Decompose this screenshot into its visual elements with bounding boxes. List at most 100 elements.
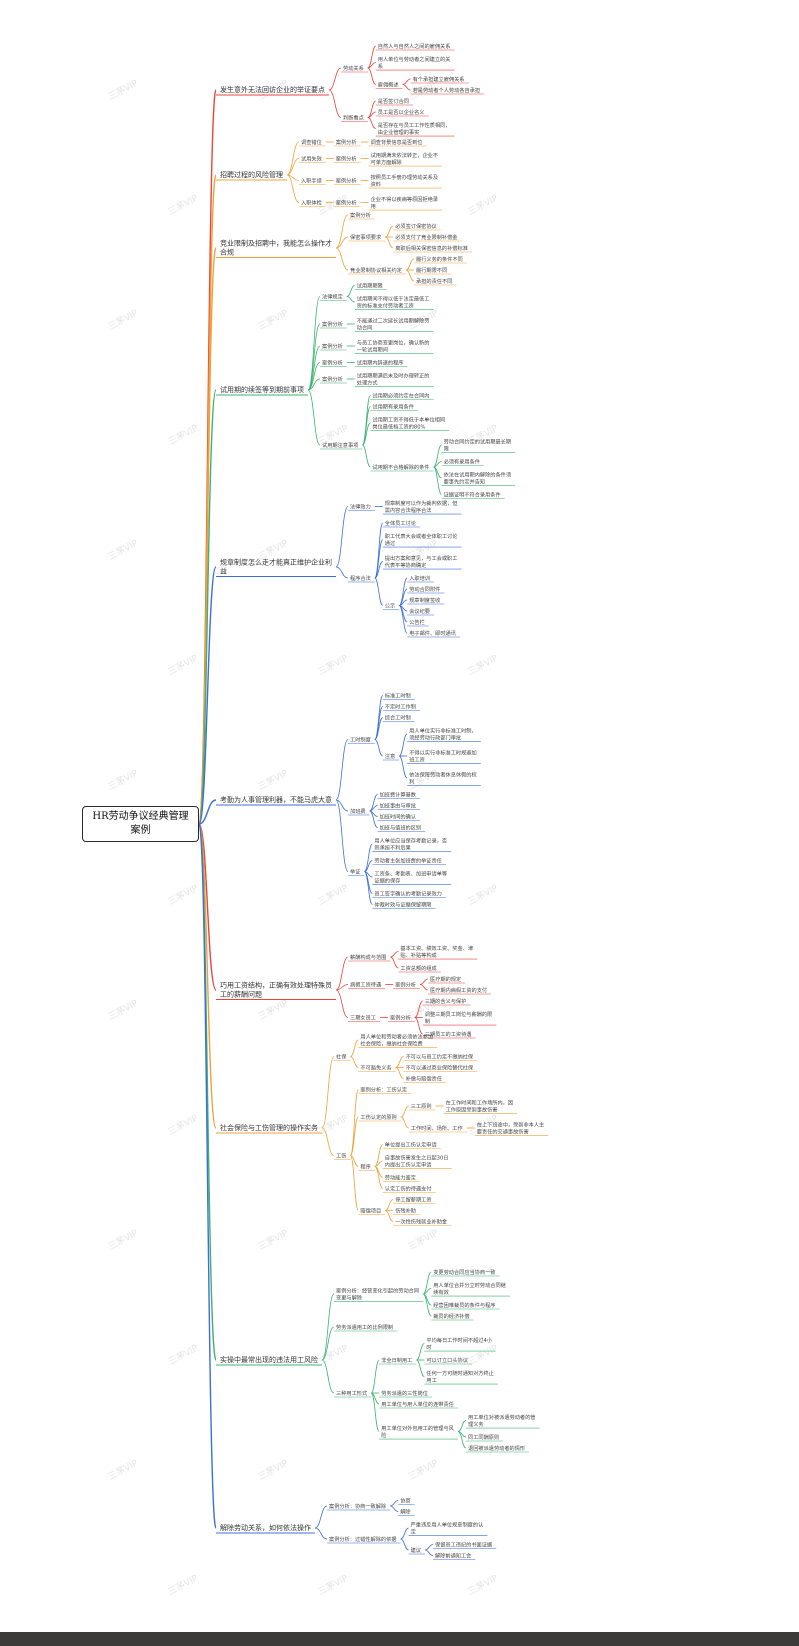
mindmap-subnode[interactable]: 试用期期满后未及时办理转正的处理方式 xyxy=(357,371,430,386)
mindmap-subnode[interactable]: 用人单位实行非标准工时制，须经劳动行政部门审批 xyxy=(409,726,476,741)
mindmap-subnode[interactable]: 不可以与员工约定不缴纳社保 xyxy=(406,1053,474,1061)
mindmap-topic[interactable]: 解除劳动关系，如何依法操作 xyxy=(220,1523,311,1532)
mindmap-subnode[interactable]: 法律规定 xyxy=(322,293,343,301)
mindmap-topic[interactable]: 招聘过程的风险管理 xyxy=(220,170,283,179)
mindmap-subnode[interactable]: 三期女员工 xyxy=(350,1014,376,1022)
mindmap-subnode[interactable]: 工伤认定的原则 xyxy=(360,1113,396,1121)
mindmap-subnode[interactable]: 案例分析：协商一致解除 xyxy=(329,1502,387,1510)
mindmap-subnode[interactable]: 依法保障劳动者休息休假的权利 xyxy=(409,770,477,785)
mindmap-subnode[interactable]: 补缴与赔偿责任 xyxy=(406,1075,442,1083)
mindmap-subnode[interactable]: 用工单位对外包用工的管理与风险 xyxy=(381,1424,454,1439)
mindmap-subnode[interactable]: 全体员工讨论 xyxy=(385,519,417,527)
mindmap-subnode[interactable]: 证据证明不符合录用条件 xyxy=(444,491,501,499)
mindmap-subnode[interactable]: 不能通过二次延长试用期解除劳动合同 xyxy=(357,316,430,331)
mindmap-subnode[interactable]: 三种用工形式 xyxy=(336,1389,368,1397)
mindmap-subnode[interactable]: 是否签订合同 xyxy=(378,97,409,105)
mindmap-subnode[interactable]: 案例分析 xyxy=(390,1014,411,1022)
mindmap-subnode[interactable]: 劳动能力鉴定 xyxy=(385,1174,416,1182)
mindmap-subnode[interactable]: 裁员的经济补偿 xyxy=(433,1312,469,1320)
mindmap-subnode[interactable]: 规章制度签收 xyxy=(409,596,440,604)
mindmap-subnode[interactable]: 在工作时间和工作场所内，因工作原因受到事故伤害 xyxy=(446,1098,513,1113)
mindmap-subnode[interactable]: 依法在试用期内解除的条件须要事先约定并告知 xyxy=(444,470,511,485)
mindmap-subnode[interactable]: 电子邮件、即时通讯 xyxy=(409,629,457,637)
mindmap-subnode[interactable]: 承担的责任不同 xyxy=(416,277,452,285)
mindmap-subnode[interactable]: 停工留薪期工资 xyxy=(395,1196,431,1204)
mindmap-subnode[interactable]: 案例分析 xyxy=(322,342,343,350)
mindmap-subnode[interactable]: 调查背景信息是否到位 xyxy=(371,138,423,146)
mindmap-subnode[interactable]: 工伤 xyxy=(336,1152,346,1160)
mindmap-subnode[interactable]: 用人单位和劳动者必须依法参加社会保险，缴纳社会保险费 xyxy=(360,1032,433,1047)
mindmap-subnode[interactable]: 同工同酬原则 xyxy=(468,1433,499,1441)
mindmap-subnode[interactable]: 劳务派遣用工的比例限制 xyxy=(336,1323,393,1331)
mindmap-subnode[interactable]: 公告栏 xyxy=(409,618,425,626)
mindmap-subnode[interactable]: 调整三期员工岗位与薪酬的限制 xyxy=(425,1010,492,1025)
mindmap-subnode[interactable]: 工时制度 xyxy=(350,736,371,744)
mindmap-subnode[interactable]: 程序合法 xyxy=(350,574,371,582)
mindmap-subnode[interactable]: 必须支付了竞业限制补偿金 xyxy=(395,233,458,241)
mindmap-subnode[interactable]: 试用期必须约定在合同内 xyxy=(372,392,429,400)
mindmap-subnode[interactable]: 企业不得以疾病等原因拒绝录用 xyxy=(371,195,438,210)
mindmap-subnode[interactable]: 试用期有录用条件 xyxy=(372,403,414,411)
mindmap-subnode[interactable]: 劳动合同约定的试用期最长期限 xyxy=(444,437,511,452)
mindmap-subnode[interactable]: 案例分析：经营变化引起的劳动合同变更与解除 xyxy=(336,1286,419,1301)
mindmap-subnode[interactable]: 基本工资、绩效工资、奖金、津贴、补贴等构成 xyxy=(400,944,473,959)
mindmap-subnode[interactable]: 案例分析 xyxy=(322,320,343,328)
mindmap-subnode[interactable]: 会议纪要 xyxy=(409,607,430,615)
mindmap-subnode[interactable]: 离职后相关保密信息的补偿标准 xyxy=(395,244,468,252)
mindmap-subnode[interactable]: 退回被派遣劳动者的情形 xyxy=(468,1444,526,1452)
mindmap-subnode[interactable]: 不定时工作制 xyxy=(385,703,416,711)
mindmap-subnode[interactable]: 若是劳动者个人劳动各自承担 xyxy=(413,86,480,94)
mindmap-subnode[interactable]: 试用期满未依法转正，企业不可单方面解除 xyxy=(371,151,438,166)
mindmap-subnode[interactable]: 提出方案和意见，与工会或职工代表平等协商确定 xyxy=(385,554,458,569)
mindmap-subnode[interactable]: 案例分析 xyxy=(322,359,343,367)
mindmap-subnode[interactable]: 自然人与自然人之间的雇佣关系 xyxy=(378,42,451,50)
mindmap-subnode[interactable]: 变更劳动合同应当协商一致 xyxy=(433,1268,496,1276)
mindmap-subnode[interactable]: 非全日制用工 xyxy=(381,1356,412,1364)
mindmap-subnode[interactable]: 工资条、考勤表、加班申请单等证据的保存 xyxy=(374,869,447,884)
mindmap-subnode[interactable]: 员工是否以企业名义 xyxy=(378,108,425,116)
mindmap-subnode[interactable]: 有个承担建立雇佣关系 xyxy=(413,75,465,83)
mindmap-subnode[interactable]: 注意 xyxy=(385,752,395,760)
mindmap-subnode[interactable]: 平均每日工作时间不超过4小时 xyxy=(426,1336,492,1351)
mindmap-subnode[interactable]: 保留员工违纪的书面证据 xyxy=(435,1541,492,1549)
mindmap-topic[interactable]: 发生意外无法回访企业的举证要点 xyxy=(220,85,325,94)
mindmap-subnode[interactable]: 协商 xyxy=(400,1497,410,1505)
mindmap-subnode[interactable]: 医疗期的规定 xyxy=(430,975,461,983)
mindmap-subnode[interactable]: 不得以实行非标准工时规避加班工资 xyxy=(409,748,476,763)
mindmap-subnode[interactable]: 试用期间不得以低于法定最低工资的标准支付劳动者工资 xyxy=(357,294,430,309)
mindmap-subnode[interactable]: 保密事项要求 xyxy=(350,233,382,241)
mindmap-subnode[interactable]: 建议 xyxy=(411,1546,422,1554)
mindmap-subnode[interactable]: 案例分析 xyxy=(336,155,357,163)
mindmap-subnode[interactable]: 单位提出工伤认定申请 xyxy=(385,1141,437,1149)
mindmap-subnode[interactable]: 职工代表大会或者全体职工讨论通过 xyxy=(385,532,458,547)
mindmap-root[interactable]: HR劳动争议经典管理 案例 xyxy=(82,806,199,842)
mindmap-subnode[interactable]: 劳务派遣的三性岗位 xyxy=(381,1389,428,1397)
mindmap-subnode[interactable]: 用工单位对被派遣劳动者的管理义务 xyxy=(468,1413,535,1428)
mindmap-subnode[interactable]: 加班事由与审批 xyxy=(380,802,416,810)
mindmap-subnode[interactable]: 加班时间的确认 xyxy=(380,813,417,821)
mindmap-subnode[interactable]: 试用失效 xyxy=(301,155,323,163)
mindmap-subnode[interactable]: 一次性伤残就业补助金 xyxy=(395,1218,448,1226)
mindmap-subnode[interactable]: 劳动合同附件 xyxy=(409,585,440,593)
mindmap-subnode[interactable]: 解除 xyxy=(400,1508,411,1516)
mindmap-subnode[interactable]: 规章制度可以作为裁判依据，但需内容合法程序合法 xyxy=(385,499,458,514)
mindmap-subnode[interactable]: 社保 xyxy=(336,1053,347,1061)
mindmap-subnode[interactable]: 伤残补助 xyxy=(395,1207,416,1215)
mindmap-subnode[interactable]: 案例分析：工伤认定 xyxy=(360,1086,407,1094)
mindmap-subnode[interactable]: 劳动关系 xyxy=(343,64,364,72)
mindmap-subnode[interactable]: 案例分析 xyxy=(336,199,357,207)
mindmap-subnode[interactable]: 加班与值班的区别 xyxy=(380,824,422,832)
mindmap-subnode[interactable]: 试用期不合格解除的条件 xyxy=(372,463,429,471)
mindmap-subnode[interactable]: 雇佣概述 xyxy=(378,81,399,89)
mindmap-subnode[interactable]: 调查错位 xyxy=(301,138,322,146)
mindmap-subnode[interactable]: 不可以通过商业保险替代社保 xyxy=(406,1064,474,1072)
mindmap-subnode[interactable]: 入职培训 xyxy=(409,574,430,582)
mindmap-subnode[interactable]: 试用期注意事项 xyxy=(322,441,358,449)
mindmap-subnode[interactable]: 不可豁免义务 xyxy=(360,1064,391,1072)
mindmap-subnode[interactable]: 员工签字确认的考勤记录效力 xyxy=(374,890,441,898)
mindmap-topic[interactable]: 考勤为人事管理利器，不能马虎大意 xyxy=(220,795,332,804)
mindmap-topic[interactable]: 社会保险与工伤管理的操作实务 xyxy=(220,1123,318,1132)
mindmap-subnode[interactable]: 用人单位应当保存考勤记录，否则承担不利后果 xyxy=(374,836,447,851)
mindmap-subnode[interactable]: 案例分析 xyxy=(336,138,357,146)
mindmap-subnode[interactable]: 是否存在与员工工作性质相同，由企业管理的事实 xyxy=(378,121,451,136)
